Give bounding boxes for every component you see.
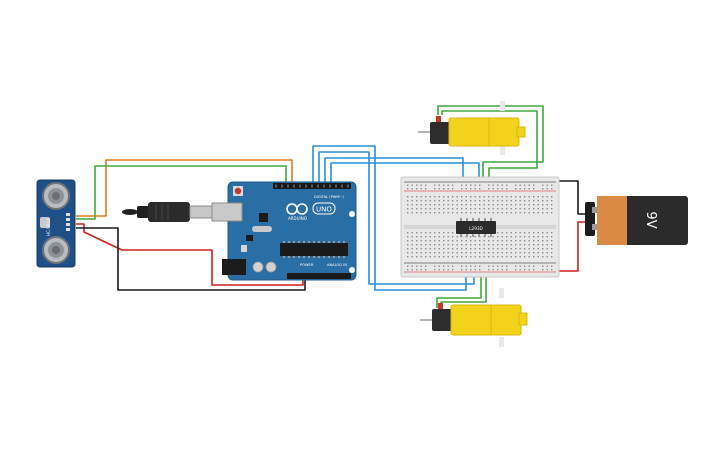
arduino-uno[interactable]: DIGITAL (PWM~) ARDUINO UNO — [211, 181, 357, 281]
wire-red-battery[interactable] — [552, 221, 586, 272]
usb-cable-icon — [122, 202, 213, 222]
battery-label-band — [597, 196, 627, 245]
wire-red-vcc[interactable] — [76, 223, 304, 286]
motor-top-can — [430, 122, 450, 144]
arduino-model-label: UNO — [316, 206, 332, 214]
usb-port — [211, 202, 243, 222]
sensor-label: HC-SR04 — [46, 218, 51, 236]
motor-top-gearbox — [448, 117, 520, 147]
usb-chip — [259, 213, 268, 222]
wire-orange-trig[interactable] — [76, 159, 293, 217]
wire-black-gnd[interactable] — [76, 227, 306, 291]
analog-header-label: ANALOG IN — [327, 263, 347, 267]
digital-header-label: DIGITAL (PWM~) — [314, 195, 344, 199]
driver-chip[interactable]: L293D — [456, 218, 496, 237]
reset-button-icon[interactable] — [234, 187, 242, 195]
power-analog-header — [287, 273, 351, 279]
power-jack — [222, 259, 246, 275]
capacitor-1 — [252, 261, 264, 273]
arduino-brand-label: ARDUINO — [288, 216, 307, 221]
wire-green-motor-top-2[interactable] — [441, 110, 538, 194]
wire-blue-3[interactable] — [324, 157, 464, 194]
wire-green-motor-top-1[interactable] — [437, 105, 544, 194]
battery-label: 9V — [643, 211, 658, 228]
motor-bottom-can — [432, 309, 452, 331]
capacitor-2 — [265, 261, 277, 273]
power-header-label: POWER — [300, 263, 314, 267]
breadboard-holes — [407, 184, 553, 271]
atmega-chip — [280, 243, 348, 256]
motor-top[interactable] — [418, 101, 526, 155]
wire-black-battery[interactable] — [552, 180, 586, 215]
battery-9v[interactable]: 9V — [585, 196, 688, 245]
motor-bottom-gearbox — [450, 304, 522, 336]
motor-bottom[interactable] — [420, 288, 528, 347]
sensor-crystal — [40, 217, 50, 228]
driver-chip-label: L293D — [469, 226, 483, 231]
ultrasonic-sensor[interactable]: HC-SR04 — [36, 179, 76, 268]
infinity-logo-icon — [286, 203, 308, 215]
wire-blue-2[interactable] — [318, 151, 475, 285]
wire-green-echo[interactable] — [76, 165, 287, 220]
